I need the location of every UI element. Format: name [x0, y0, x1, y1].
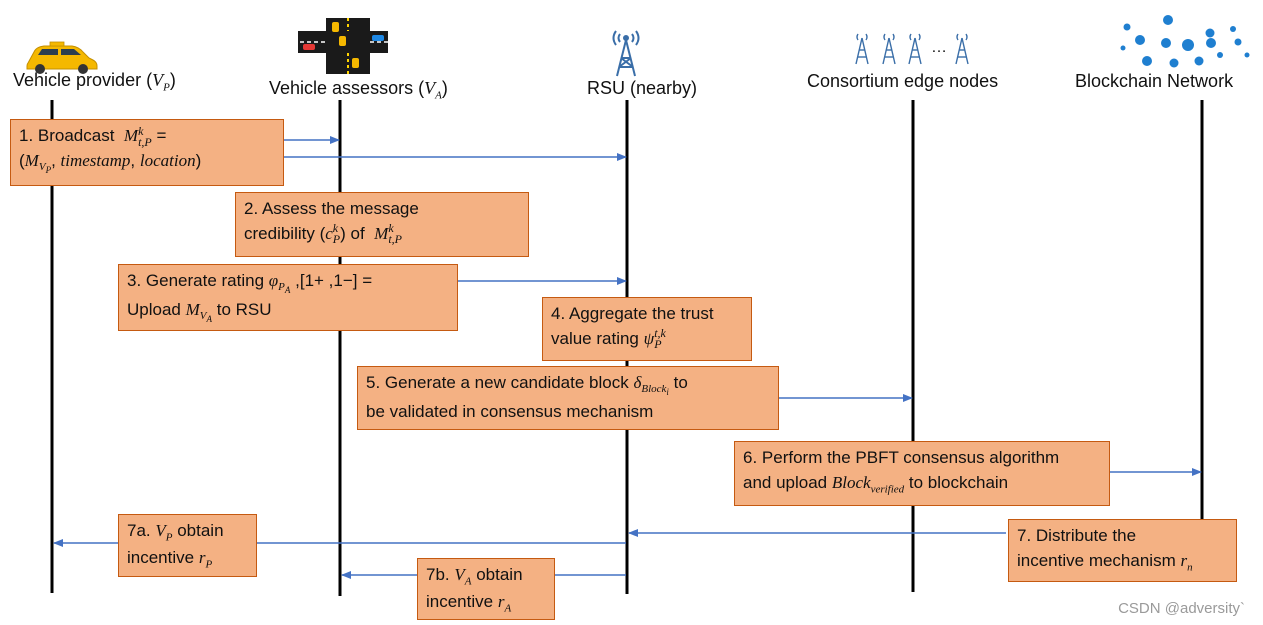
taxi-car-icon	[26, 41, 98, 74]
network-cloud-icon	[1120, 15, 1250, 68]
actor-blockchain: Blockchain Network	[1075, 71, 1234, 91]
actor-edge-nodes: Consortium edge nodes	[807, 71, 999, 91]
step-3-line1: 3. Generate rating φPA ,[1+ ,1−] =	[127, 271, 373, 296]
actor-vehicle-provider: Vehicle provider (VP)	[13, 70, 176, 94]
step-7b-line2: incentive rA	[426, 592, 512, 615]
step-1-line2: (MVP, timestamp, location)	[19, 150, 202, 176]
step-2-line1: 2. Assess the message	[244, 199, 419, 218]
step-4-line1: 4. Aggregate the trust	[551, 304, 714, 323]
step-7b-box: 7b. VA obtain incentive rA	[417, 558, 555, 620]
step-5-box: 5. Generate a new candidate block δBlock…	[357, 366, 779, 430]
step-7-box: 7. Distribute the incentive mechanism rn	[1008, 519, 1237, 582]
radio-tower-icon	[612, 30, 640, 77]
step-7-line2: incentive mechanism rn	[1017, 550, 1193, 574]
step-6-line1: 6. Perform the PBFT consensus algorithm	[743, 448, 1060, 467]
road-intersection-icon	[298, 18, 388, 74]
actor-rsu: RSU (nearby)	[587, 78, 698, 98]
step-6-line2: and upload Blockverified to blockchain	[743, 472, 1009, 496]
step-7a-line1: 7a. VP obtain	[127, 521, 224, 544]
edge-nodes-ellipsis: …	[931, 39, 947, 56]
step-3-box: 3. Generate rating φPA ,[1+ ,1−] = Uploa…	[118, 264, 458, 331]
step-7b-line1: 7b. VA obtain	[426, 565, 523, 588]
step-3-line2: Upload MVA to RSU	[127, 299, 272, 325]
watermark: CSDN @adversity`	[1118, 600, 1245, 617]
step-5-line2: be validated in consensus mechanism	[366, 401, 654, 421]
step-6-box: 6. Perform the PBFT consensus algorithm …	[734, 441, 1110, 506]
step-5-line1: 5. Generate a new candidate block δBlock…	[366, 373, 688, 398]
tower-cluster-icon	[855, 33, 969, 65]
step-7a-line2: incentive rP	[127, 548, 213, 571]
actor-vehicle-assessors: Vehicle assessors (VA)	[269, 78, 448, 102]
step-4-box: 4. Aggregate the trust value rating ψt,k…	[542, 297, 752, 361]
step-7-line1: 7. Distribute the	[1017, 526, 1137, 545]
step-7a-box: 7a. VP obtain incentive rP	[118, 514, 257, 577]
